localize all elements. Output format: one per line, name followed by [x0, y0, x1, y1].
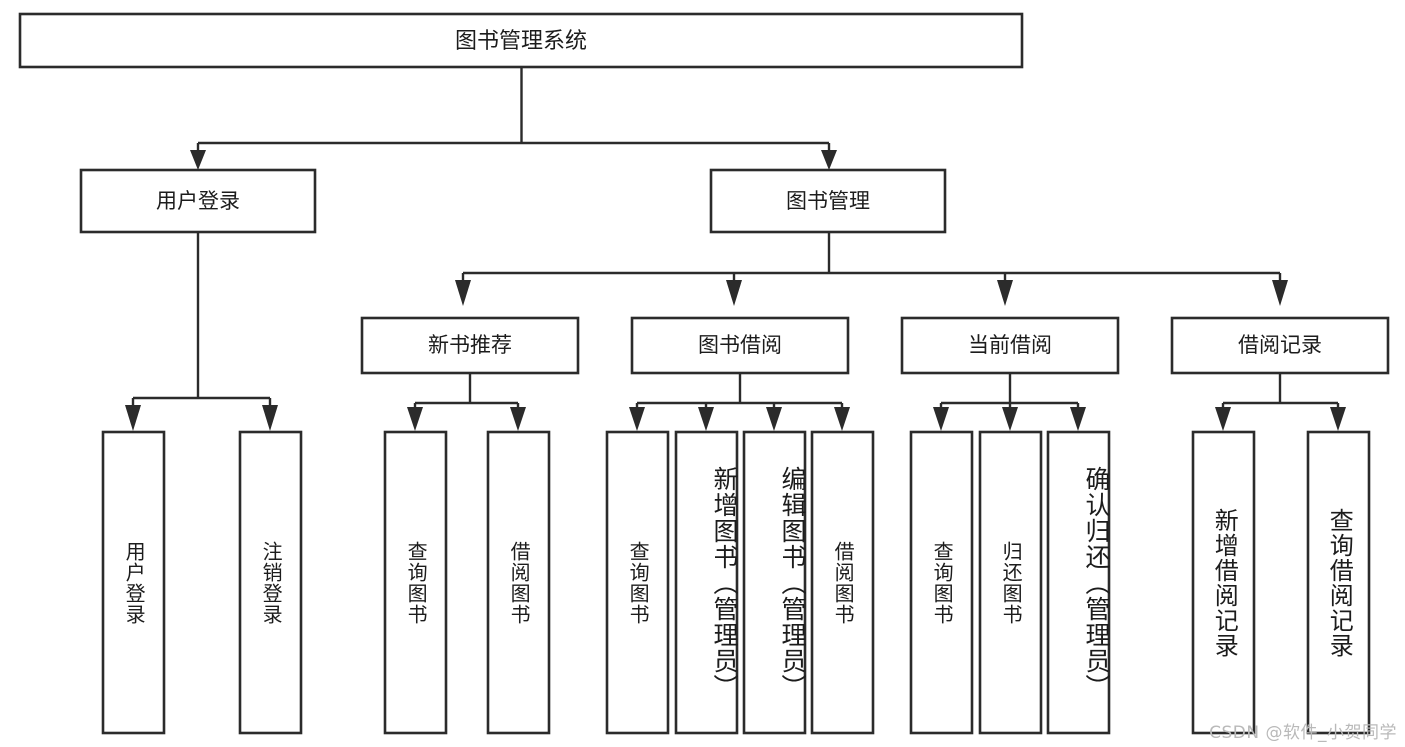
arrow-head-leaf-borrow-book-2 [834, 407, 850, 431]
node-root-label: 图书管理系统 [455, 29, 587, 54]
arrow-head-leaf-add-record [1215, 407, 1231, 431]
node-leaf-add-record-box[interactable] [1191, 430, 1256, 735]
node-current-borrow-box[interactable] [900, 316, 1120, 375]
node-leaf-query-book-2-box[interactable] [605, 430, 670, 735]
node-book-borrow-label: 图书借阅 [698, 333, 782, 357]
arrow-head-leaf-add-book [698, 407, 714, 431]
node-leaf-user-login-box[interactable] [101, 430, 166, 735]
arrow-head-user-login [190, 150, 206, 170]
node-user-login-box[interactable] [79, 168, 317, 234]
node-user-login-label: 用户登录 [156, 189, 240, 213]
node-leaf-borrow-book-2-box[interactable] [810, 430, 875, 735]
arrow-head-leaf-confirm-return [1070, 407, 1086, 431]
node-leaf-borrow-book-1-box[interactable] [486, 430, 551, 735]
node-leaf-query-book-1-box[interactable] [383, 430, 448, 735]
node-current-borrow-label: 当前借阅 [968, 333, 1052, 357]
connector-layer [125, 67, 1346, 431]
arrow-head-leaf-query-book-1 [407, 407, 423, 431]
arrow-head-book-borrow [726, 280, 742, 306]
arrow-head-leaf-edit-book [766, 407, 782, 431]
arrow-head-leaf-query-book-3 [933, 407, 949, 431]
arrow-head-current-borrow [997, 280, 1013, 306]
node-root-box[interactable] [18, 12, 1024, 69]
arrow-head-leaf-query-record [1330, 407, 1346, 431]
node-leaf-add-book-box[interactable] [674, 430, 739, 735]
arrow-head-leaf-logout-login [262, 405, 278, 431]
node-leaf-query-record-box[interactable] [1306, 430, 1371, 735]
node-book-manage-label: 图书管理 [786, 189, 870, 213]
node-book-borrow-box[interactable] [630, 316, 850, 375]
arrow-head-borrow-record [1272, 280, 1288, 306]
arrow-head-leaf-borrow-book-1 [510, 407, 526, 431]
node-borrow-record-box[interactable] [1170, 316, 1390, 375]
arrow-head-new-book-recommend [455, 280, 471, 306]
node-layer: 图书管理系统 用户登录 图书管理 新书推荐 图书借阅 当前借阅 借阅记录 [18, 12, 1390, 735]
node-new-book-recommend-label: 新书推荐 [428, 333, 512, 357]
node-leaf-confirm-return-box[interactable] [1046, 430, 1111, 735]
node-leaf-edit-book-box[interactable] [742, 430, 807, 735]
node-new-book-recommend-box[interactable] [360, 316, 580, 375]
arrow-head-leaf-query-book-2 [629, 407, 645, 431]
node-leaf-logout-login-box[interactable] [238, 430, 303, 735]
node-borrow-record-label: 借阅记录 [1238, 333, 1322, 357]
watermark-text: CSDN @软件_小贺同学 [1209, 723, 1397, 743]
arrow-head-leaf-user-login [125, 405, 141, 431]
node-book-manage-box[interactable] [709, 168, 947, 234]
arrow-head-book-manage [821, 150, 837, 170]
node-leaf-return-book-box[interactable] [978, 430, 1043, 735]
node-leaf-query-book-3-box[interactable] [909, 430, 974, 735]
arrow-head-leaf-return-book [1002, 407, 1018, 431]
